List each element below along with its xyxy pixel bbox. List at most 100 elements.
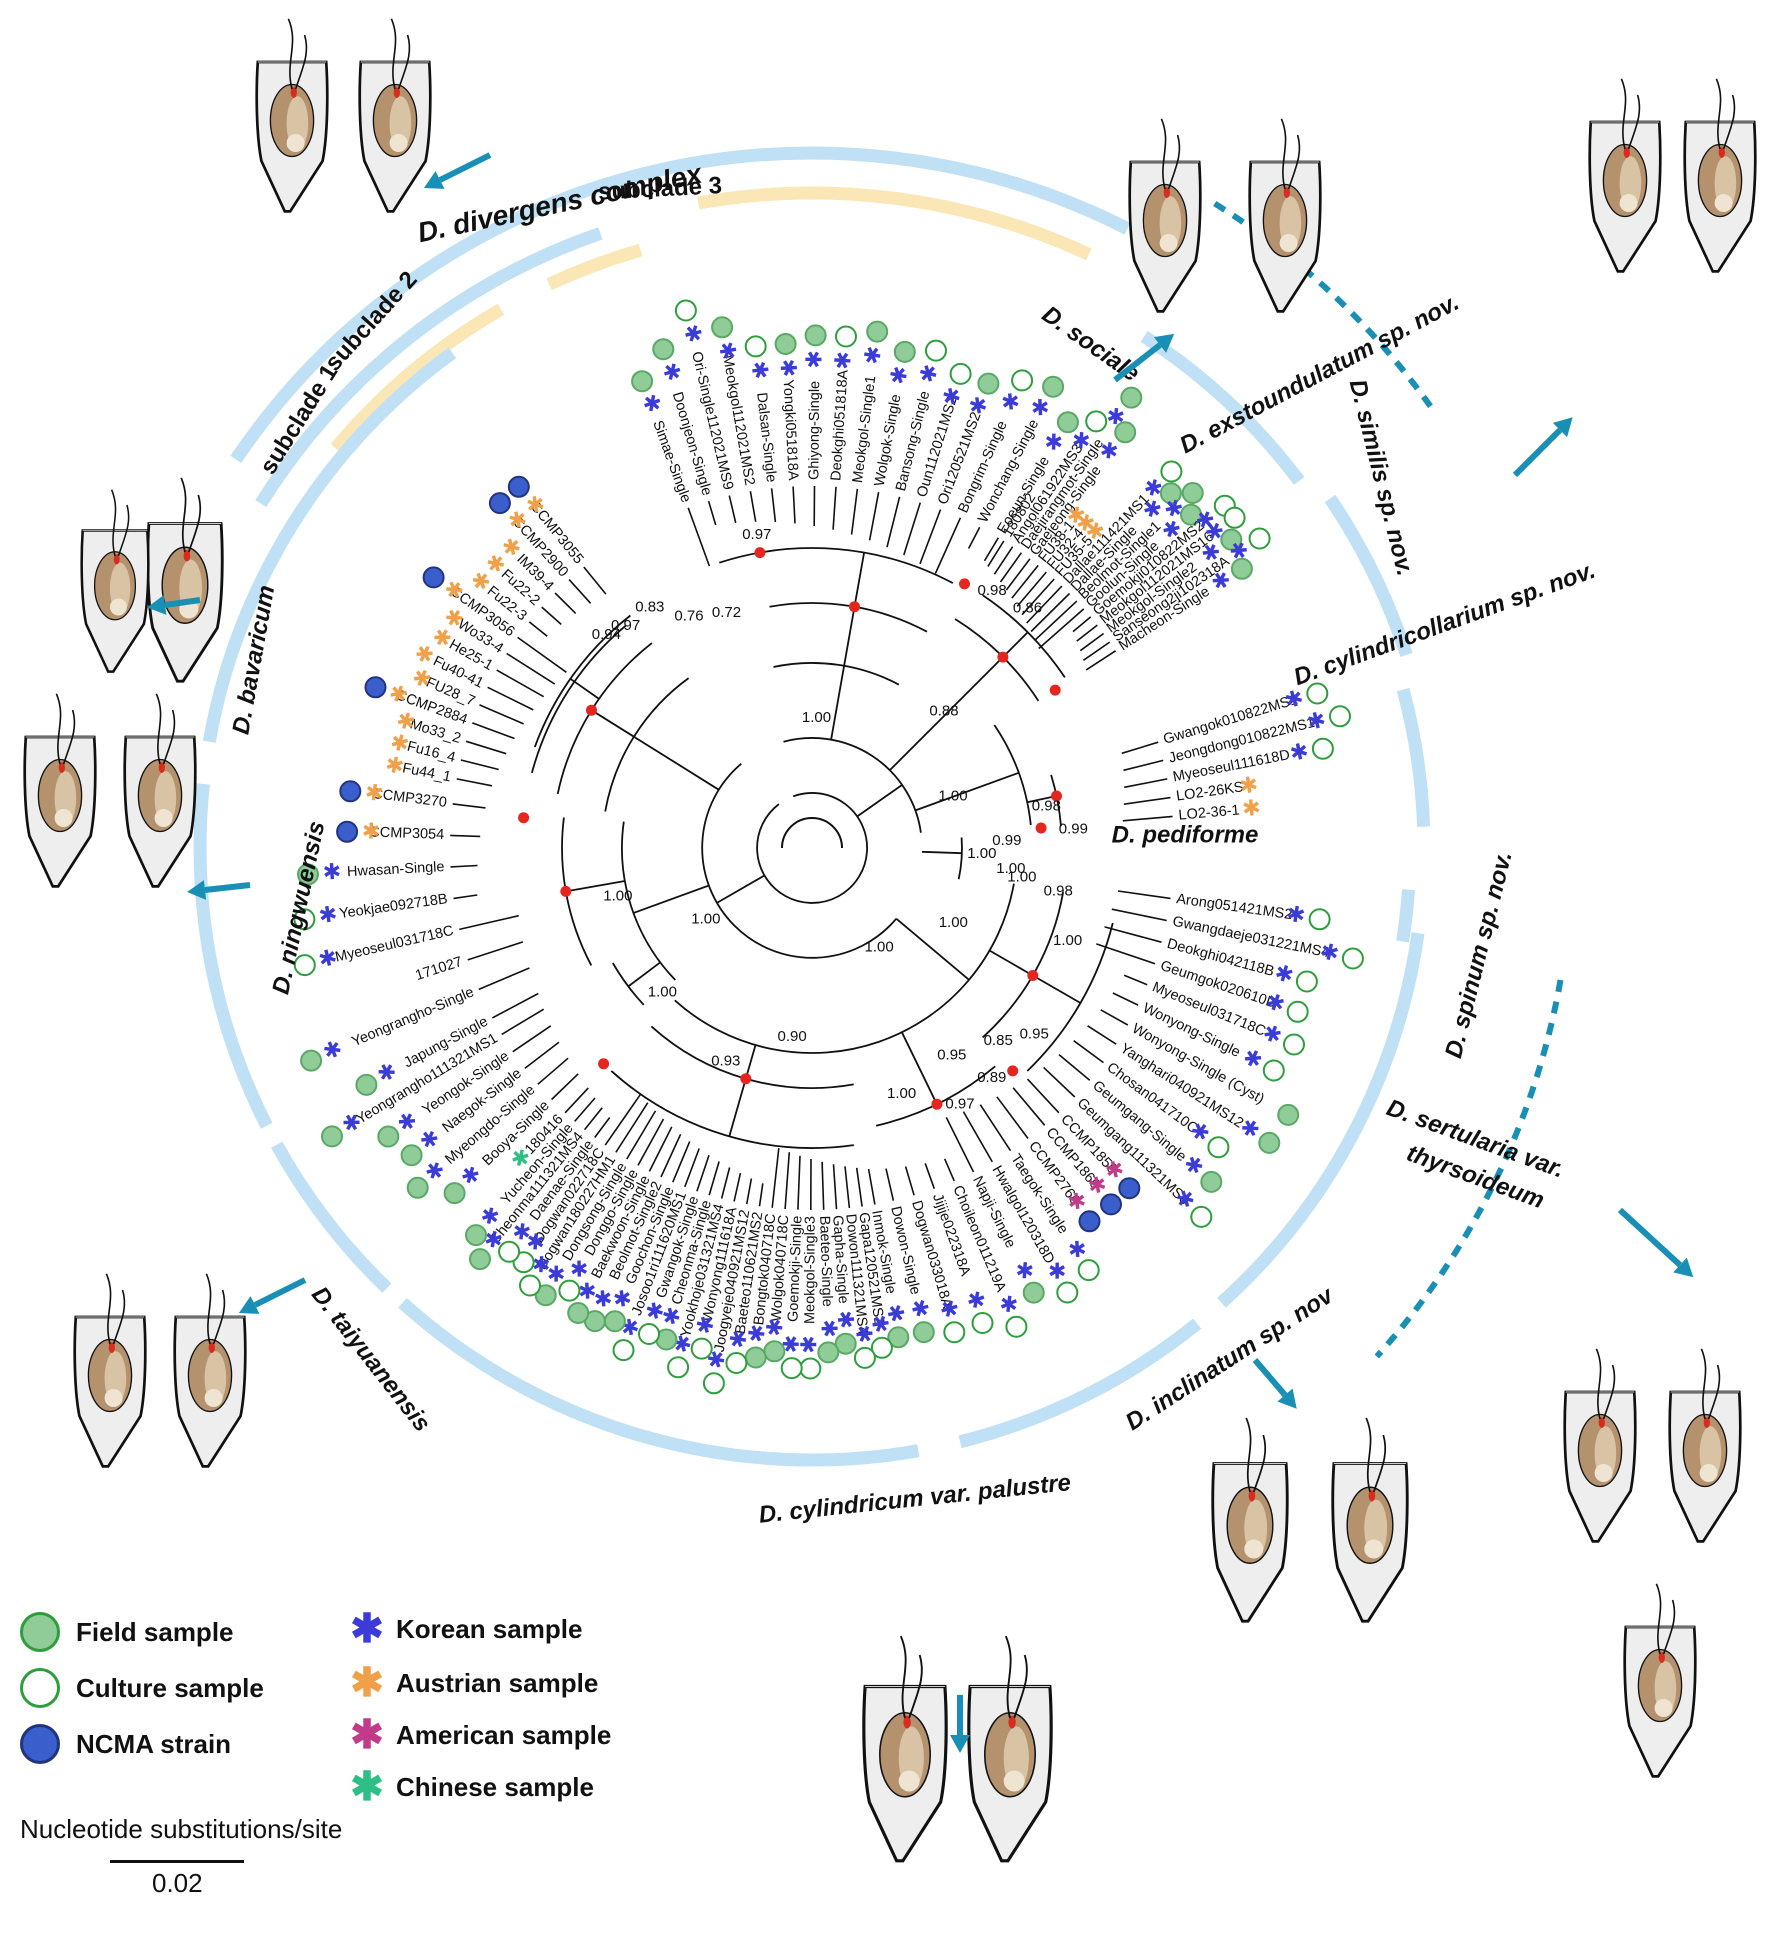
culture-sample-marker-icon [1223, 506, 1246, 529]
culture-sample-marker-icon [293, 954, 316, 977]
ncma-sample-marker-icon [1100, 1193, 1122, 1216]
internal-branch [830, 665, 845, 740]
tip-branch [1058, 1053, 1091, 1081]
support-value: 0.72 [712, 604, 741, 621]
taxon-label: Baeteo-Single [816, 1216, 835, 1308]
tip-branch [524, 1041, 560, 1070]
support-value: 1.00 [802, 709, 831, 726]
supported-node-dot [1007, 1065, 1019, 1077]
austrian-sample-star-icon: ✱ [361, 819, 380, 845]
tip-branch [962, 1111, 993, 1163]
korean-sample-star-icon: ✱ [1288, 739, 1311, 767]
austrian-sample-star-icon: ✱ [383, 752, 406, 780]
tip-branch [967, 526, 981, 549]
tip-branch [1121, 741, 1159, 755]
korean-sample-star-icon: ✱ [636, 391, 666, 417]
field-sample-icon [20, 1612, 60, 1652]
field-sample-marker-icon [652, 338, 675, 361]
tip-branch [1104, 926, 1162, 943]
dinobryon-cell-icon [1248, 117, 1322, 313]
taxon-label: Meokgol-Single3 [802, 1216, 818, 1324]
support-value: 0.98 [1044, 882, 1073, 899]
field-sample-marker-icon [443, 1182, 466, 1205]
korean-sample-star-icon: ✱ [860, 345, 887, 366]
dashed-clade-arc [1213, 200, 1438, 414]
american-star-icon: ✱ [350, 1713, 384, 1757]
clade-bar [1396, 889, 1415, 943]
tip-branch [886, 496, 901, 548]
tip-branch [1072, 616, 1092, 633]
culture-sample-marker-icon [1308, 908, 1331, 931]
internal-branch [610, 1070, 854, 1149]
culture-sample-marker-icon [1341, 947, 1364, 970]
dinobryon-cell-icon [358, 17, 432, 213]
taxon-label: 171027 [413, 954, 464, 984]
internal-branch [569, 678, 600, 700]
legend-austrian-label: Austrian sample [396, 1667, 599, 1698]
scale-value: 0.02 [152, 1868, 203, 1898]
internal-branch [621, 821, 676, 981]
support-value: 0.98 [977, 582, 1006, 599]
pointer-arrow-icon [423, 152, 492, 189]
tip-branch [551, 1073, 579, 1101]
supported-node-dot [560, 885, 572, 897]
tip-branch [728, 495, 737, 523]
internal-branch [1032, 974, 1081, 1004]
culture-sample-marker-icon [612, 1339, 635, 1362]
taxon-label: Hwasan-Single [347, 859, 445, 880]
tip-branch [844, 1166, 851, 1209]
tip-branch [1012, 1087, 1046, 1126]
support-value: 0.89 [977, 1069, 1006, 1086]
tip-branch [993, 546, 1014, 575]
korean-sample-star-icon: ✱ [763, 1317, 789, 1337]
dinobryon-cell-icon [80, 488, 150, 673]
pointer-arrow-icon [238, 1277, 307, 1314]
field-sample-marker-icon [406, 1176, 429, 1199]
tip-branch [615, 1102, 649, 1153]
internal-branch [769, 602, 928, 633]
legend-american: ✱ American sample [350, 1713, 611, 1757]
culture-sample-marker-icon [949, 362, 972, 385]
tip-branch [904, 1166, 915, 1196]
korean-sample-star-icon: ✱ [960, 1287, 990, 1313]
legend-chinese: ✱ Chinese sample [350, 1767, 594, 1807]
tip-branch [987, 540, 1005, 567]
culture-sample-marker-icon [667, 1356, 690, 1379]
tip-branch [450, 864, 478, 868]
support-value: 0.83 [635, 599, 664, 616]
tip-branch [999, 552, 1023, 583]
culture-sample-marker-icon [1283, 1033, 1305, 1056]
ncma-sample-marker-icon [422, 566, 445, 589]
tip-branch [1112, 992, 1139, 1006]
clade-bar [697, 186, 1092, 261]
internal-branch [843, 606, 856, 666]
culture-sample-marker-icon [1085, 410, 1108, 433]
dinobryon-cell-icon [1623, 1582, 1697, 1778]
tip-branch [1122, 815, 1173, 822]
support-value: 0.95 [1020, 1025, 1049, 1042]
support-value: 0.97 [611, 617, 640, 634]
supported-node-dot [1035, 822, 1047, 834]
tip-branch [564, 1087, 589, 1114]
dinobryon-cell-icon [1211, 1416, 1289, 1623]
tip-branch [1076, 624, 1098, 642]
korean-sample-star-icon: ✱ [905, 1297, 934, 1321]
dinobryon-cell-icon [967, 1634, 1053, 1863]
culture-sample-marker-icon [943, 1321, 966, 1344]
tip-branch [487, 686, 534, 711]
culture-sample-marker-icon [702, 1372, 725, 1395]
tip-branch [745, 1178, 753, 1205]
tip-branch [919, 509, 942, 565]
culture-sample-marker-icon [1329, 705, 1351, 728]
support-value: 1.00 [939, 914, 968, 931]
internal-branch [756, 792, 868, 904]
supported-node-dot [598, 1058, 610, 1070]
field-sample-marker-icon [977, 372, 1000, 395]
tip-branch [850, 488, 859, 535]
clade-bar [958, 1318, 1202, 1449]
korean-sample-star-icon: ✱ [678, 322, 707, 346]
support-value: 1.00 [1053, 932, 1082, 949]
dinobryon-cell-icon [1668, 1347, 1742, 1543]
clade-label: D. spinum sp. nov. [1440, 849, 1517, 1061]
field-sample-marker-icon [400, 1144, 423, 1167]
